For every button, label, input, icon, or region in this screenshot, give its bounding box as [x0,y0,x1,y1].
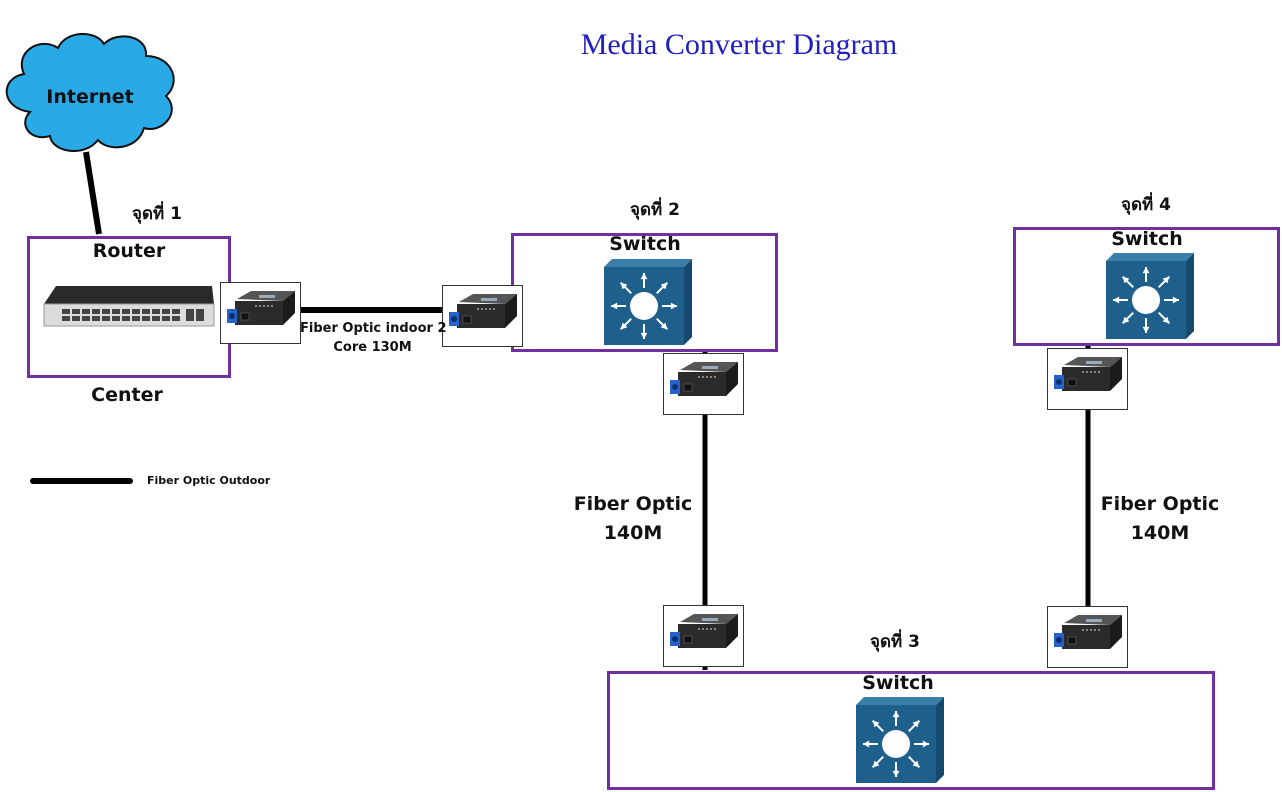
left-fiber-label-line2: 140M [603,522,663,544]
router-label: Router [92,240,166,262]
right-fiber-label-line2: 140M [1130,522,1190,544]
media-converter-router [220,282,301,344]
center-label: Center [91,384,163,406]
diagram-title: Media Converter Diagram [580,28,898,61]
site3-switch-icon [856,697,946,787]
site3-box [607,671,1215,790]
internet-label: Internet [46,86,134,108]
left-fiber-label-line1: Fiber Optic [573,493,693,515]
site4-switch-label: Switch [1111,228,1183,250]
site1-point-label: จุดที่ 1 [132,204,182,224]
right-fiber-label-line1: Fiber Optic [1100,493,1220,515]
site2-switch-label: Switch [609,233,681,255]
media-converter-site2-west [442,285,523,347]
site3-switch-label: Switch [862,672,934,694]
site2-switch-icon [604,259,694,349]
site4-switch-icon [1106,253,1196,343]
internet-router-link [83,151,102,235]
media-converter-site2-south [663,353,744,415]
media-converter-site3-west [663,605,744,667]
router-device [43,286,215,327]
legend-label: Fiber Optic Outdoor [147,474,271,487]
media-converter-site4-south [1047,348,1128,410]
site4-point-label: จุดที่ 4 [1121,195,1171,215]
site2-point-label: จุดที่ 2 [630,200,680,220]
internet-cloud [5,32,175,153]
site4-box [1013,227,1280,346]
site3-point-label: จุดที่ 3 [870,632,920,652]
media-converter-site3-east [1047,606,1128,668]
indoor-link-label-line1: Fiber Optic indoor 2 [300,321,447,336]
indoor-link-label-line2: Core 130M [333,340,412,355]
